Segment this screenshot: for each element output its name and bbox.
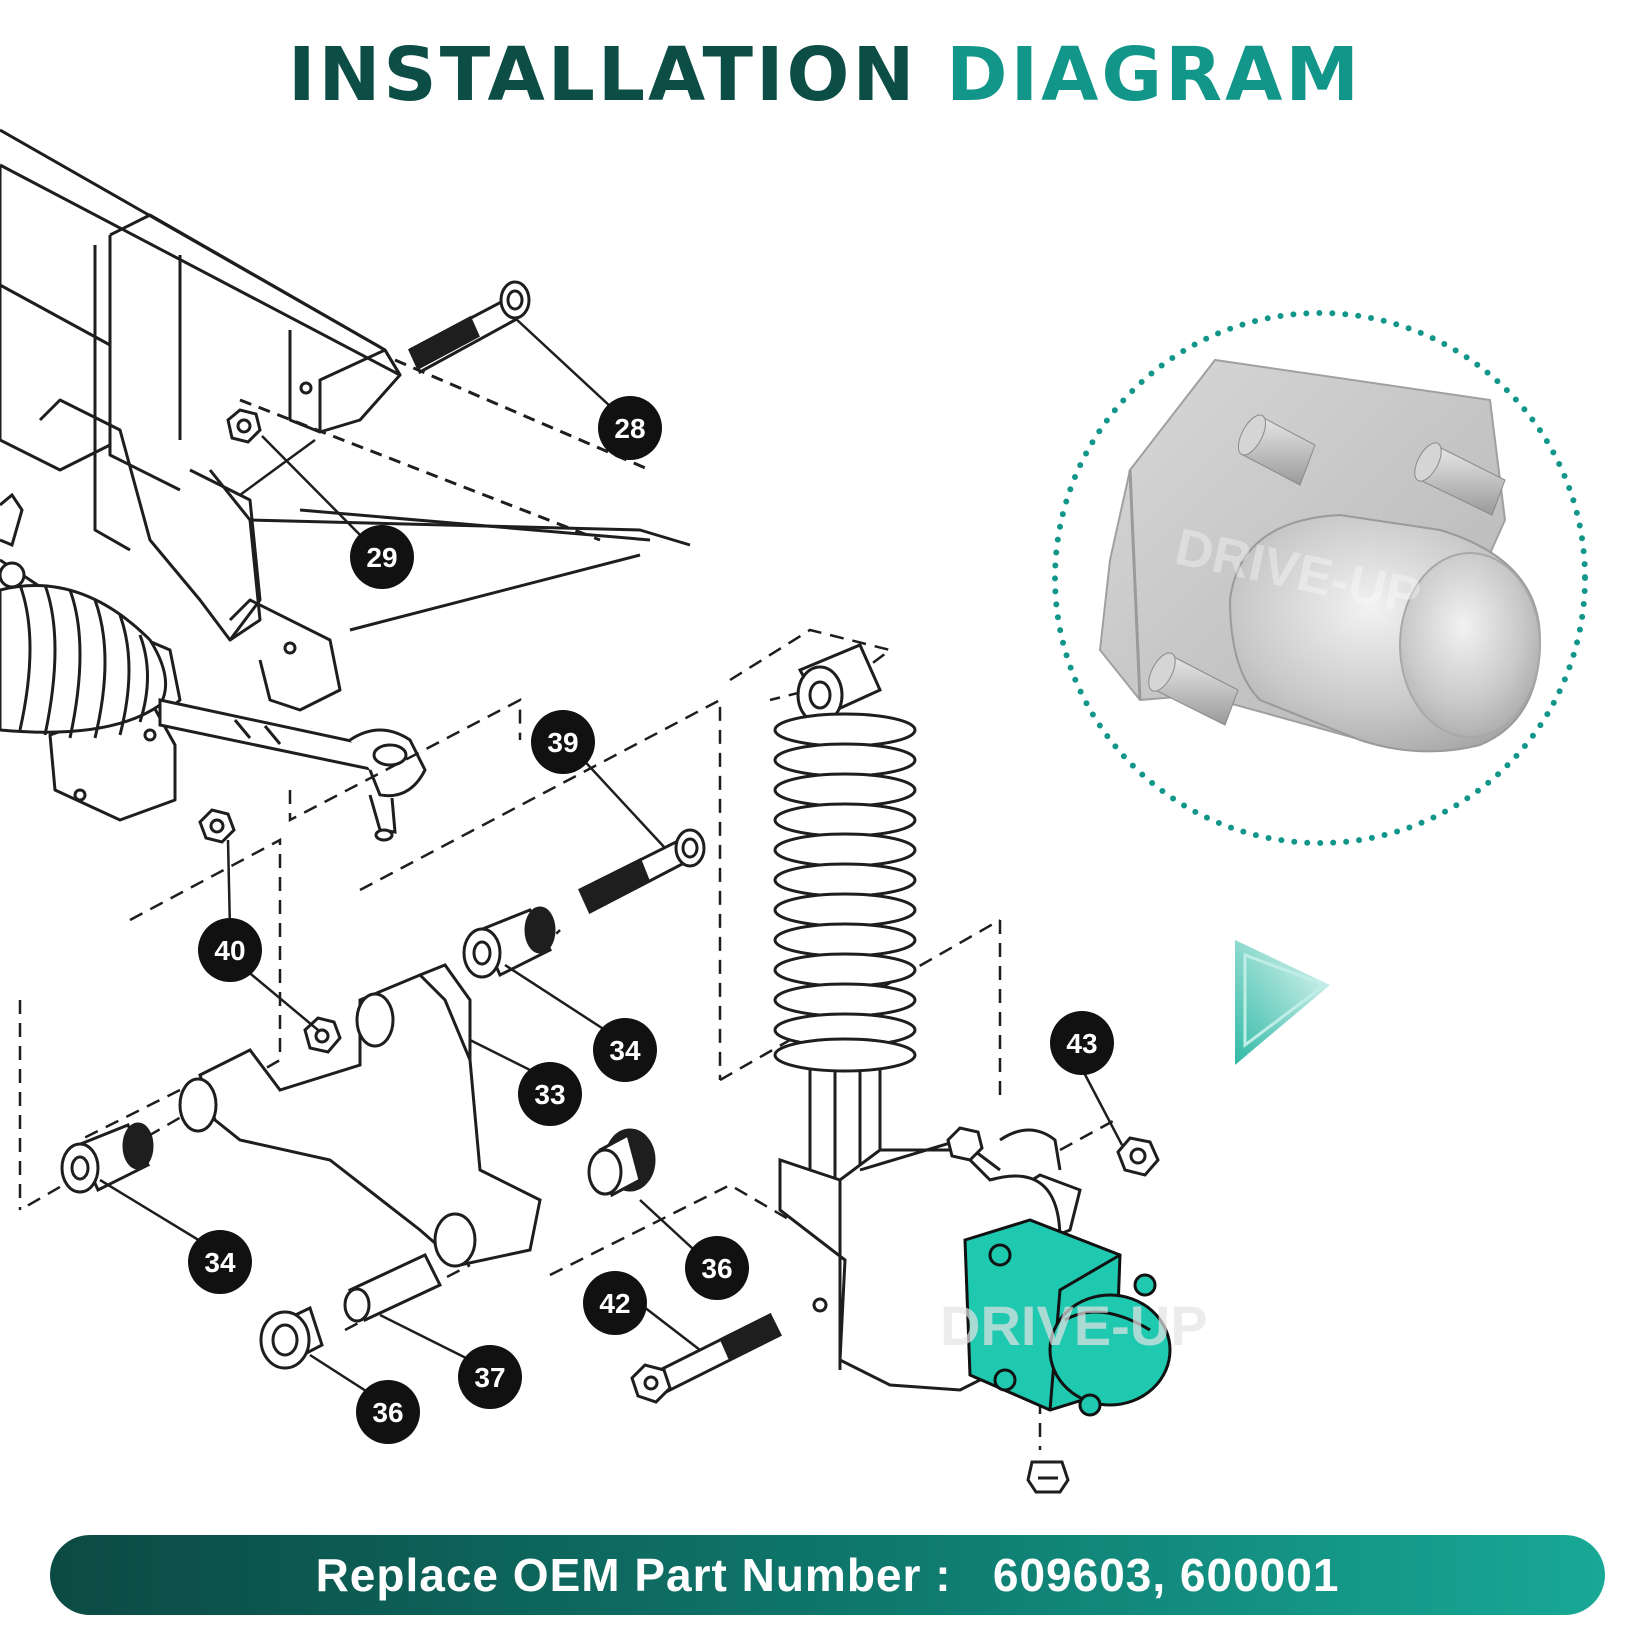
wheel-hub-highlighted bbox=[963, 1218, 1172, 1417]
stud-upper-right bbox=[1414, 442, 1506, 516]
bushing-34-lower bbox=[60, 1122, 154, 1194]
pointer-triangle bbox=[1235, 940, 1330, 1065]
watermark-text: DRIVE-UP bbox=[940, 1294, 1208, 1357]
coilover-shock bbox=[773, 643, 917, 1202]
frame-rail bbox=[0, 128, 691, 822]
callout-39-label: 39 bbox=[547, 727, 578, 758]
page-title: INSTALLATION DIAGRAM bbox=[0, 38, 1650, 112]
callout-34-lower: 34 bbox=[188, 1230, 252, 1294]
oem-part-number-banner: Replace OEM Part Number : 609603, 600001 bbox=[50, 1535, 1605, 1615]
title-word-installation: INSTALLATION bbox=[287, 32, 918, 118]
callout-36-left-label: 36 bbox=[372, 1397, 403, 1428]
callout-29: 29 bbox=[350, 525, 414, 589]
nut-43 bbox=[1116, 1136, 1160, 1177]
callout-33-label: 33 bbox=[534, 1079, 565, 1110]
callout-34-lower-label: 34 bbox=[204, 1247, 236, 1278]
callout-40-label: 40 bbox=[214, 935, 245, 966]
bolt-28 bbox=[408, 280, 531, 375]
product-photo-inset: DRIVE-UP bbox=[1052, 310, 1588, 846]
callout-34-upper: 34 bbox=[593, 1018, 657, 1082]
callout-28: 28 bbox=[598, 396, 662, 460]
callout-43: 43 bbox=[1050, 1011, 1114, 1075]
callout-43-label: 43 bbox=[1066, 1028, 1097, 1059]
cap-nut bbox=[1026, 1460, 1070, 1494]
stud-lower bbox=[1148, 652, 1239, 726]
stud-upper-left bbox=[1237, 414, 1316, 486]
title-word-diagram: DIAGRAM bbox=[946, 32, 1363, 118]
bushing-34-upper bbox=[462, 906, 556, 979]
callout-36-right-label: 36 bbox=[701, 1253, 732, 1284]
tie-rod-end bbox=[158, 698, 427, 842]
steering-rack-boot bbox=[0, 492, 168, 739]
callout-28-label: 28 bbox=[614, 413, 645, 444]
callout-36-right: 36 bbox=[685, 1236, 749, 1300]
bolt-39 bbox=[578, 828, 706, 915]
callout-42-label: 42 bbox=[599, 1288, 630, 1319]
callout-37: 37 bbox=[458, 1345, 522, 1409]
oem-label: Replace OEM Part Number : bbox=[315, 1549, 952, 1601]
bolt-42 bbox=[630, 1312, 783, 1404]
nut-40 bbox=[198, 808, 236, 844]
oem-numbers: 609603, 600001 bbox=[992, 1549, 1340, 1601]
bushing-36-left bbox=[259, 1305, 324, 1370]
callout-36-left: 36 bbox=[356, 1380, 420, 1444]
callout-42: 42 bbox=[583, 1271, 647, 1335]
control-arm-33 bbox=[178, 963, 542, 1268]
callout-29-label: 29 bbox=[366, 542, 397, 573]
callout-39: 39 bbox=[531, 710, 595, 774]
callout-40: 40 bbox=[198, 918, 262, 982]
bushing-36-right bbox=[587, 1128, 656, 1198]
sleeve-37 bbox=[343, 1253, 443, 1323]
callout-33: 33 bbox=[518, 1062, 582, 1126]
hub-photo: DRIVE-UP bbox=[1098, 358, 1542, 753]
callout-34-upper-label: 34 bbox=[609, 1035, 641, 1066]
callout-badges: 28 29 39 40 34 33 34 43 36 42 37 36 bbox=[188, 396, 1114, 1444]
callout-37-label: 37 bbox=[474, 1362, 505, 1393]
nut-29 bbox=[226, 408, 262, 444]
